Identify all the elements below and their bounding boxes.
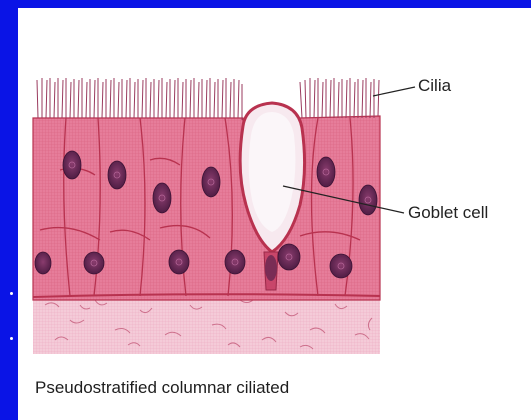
nucleus bbox=[153, 183, 171, 213]
nucleus bbox=[202, 167, 220, 197]
figure-caption: Pseudostratified columnar ciliated bbox=[35, 378, 289, 398]
goblet-cell-label: Goblet cell bbox=[408, 203, 488, 223]
cilia bbox=[37, 78, 379, 120]
nucleus bbox=[108, 161, 126, 189]
nucleus bbox=[330, 254, 352, 278]
cilia-pointer-line bbox=[373, 87, 415, 96]
nucleus bbox=[35, 252, 51, 274]
nucleus bbox=[225, 250, 245, 274]
connective-tissue bbox=[33, 292, 380, 354]
nucleus bbox=[278, 244, 300, 270]
nucleus bbox=[169, 250, 189, 274]
epithelium-layer bbox=[33, 104, 380, 300]
nucleus bbox=[84, 252, 104, 274]
nucleus bbox=[63, 151, 81, 179]
nucleus bbox=[317, 157, 335, 187]
nucleus bbox=[359, 185, 377, 215]
cilia-label: Cilia bbox=[418, 76, 451, 96]
